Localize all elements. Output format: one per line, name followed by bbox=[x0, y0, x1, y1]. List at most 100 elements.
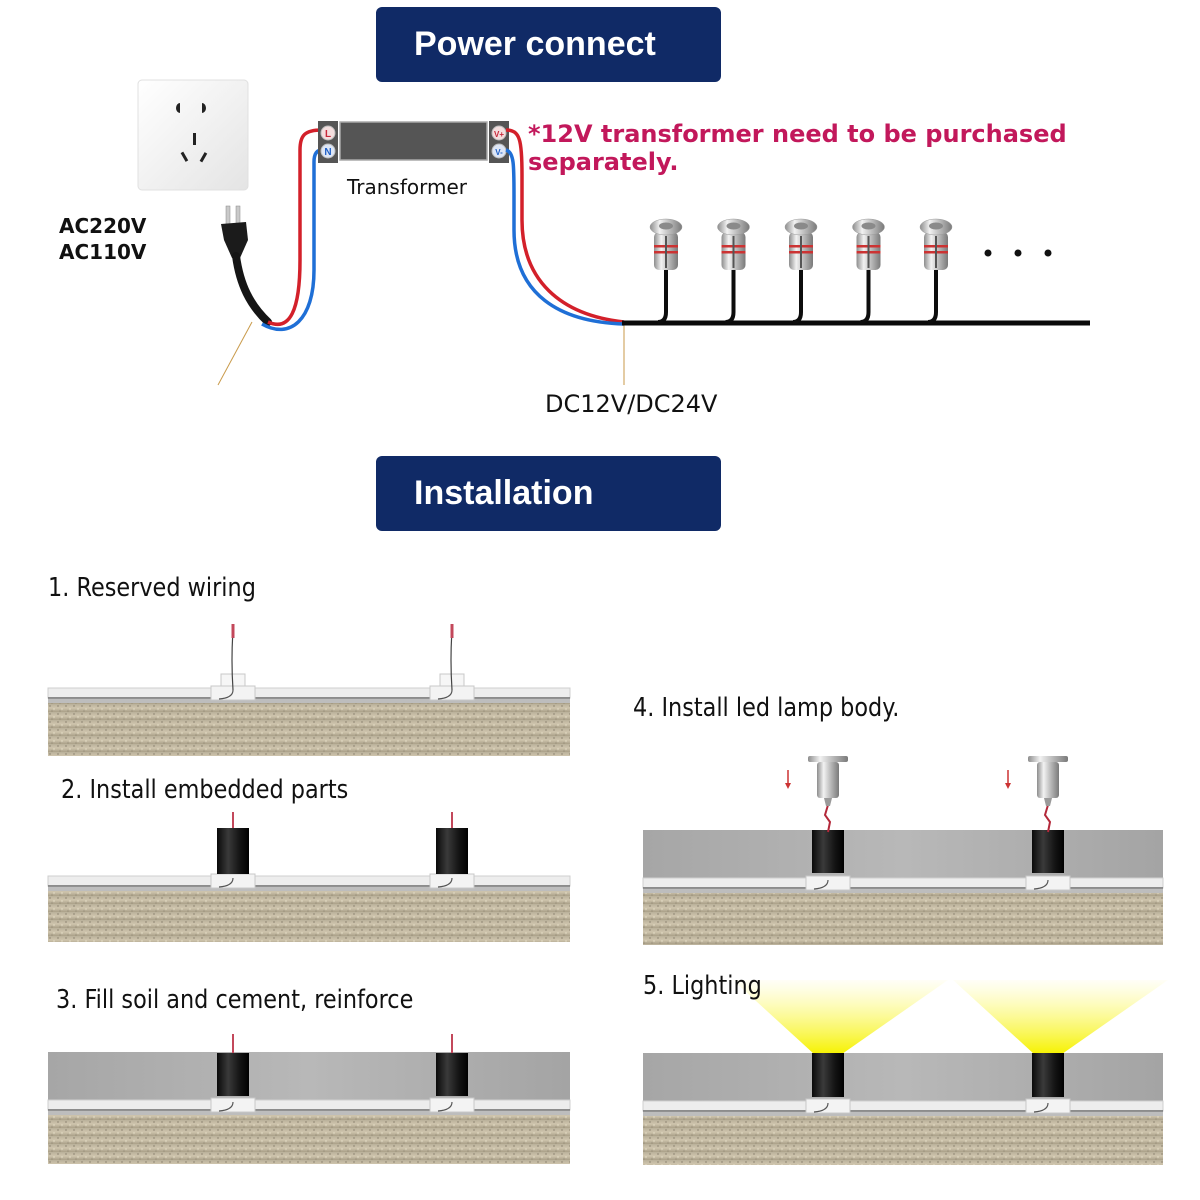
lamp-lens bbox=[794, 222, 808, 230]
wall-socket-icon bbox=[137, 79, 249, 191]
wire-bend bbox=[218, 689, 234, 700]
reserved-wiring-point bbox=[210, 624, 256, 701]
lamp-flange bbox=[808, 756, 848, 762]
installation-banner: Installation bbox=[376, 456, 721, 531]
sand-line bbox=[48, 1111, 570, 1115]
dc-negative-wire bbox=[505, 148, 625, 326]
ground-section bbox=[47, 875, 571, 942]
lamp-flange bbox=[1028, 756, 1068, 762]
light-beam bbox=[953, 980, 1168, 1054]
step-1-title: 1. Reserved wiring bbox=[48, 573, 256, 603]
wire-bend bbox=[437, 877, 453, 888]
wire-bend bbox=[1033, 1102, 1049, 1113]
conduit-pipe bbox=[642, 1100, 1164, 1112]
lamp-groove bbox=[665, 236, 667, 268]
soil-layer bbox=[48, 891, 570, 942]
lamp-groove bbox=[935, 236, 937, 268]
led-lamp-icon bbox=[919, 218, 953, 324]
step-2-title: 2. Install embedded parts bbox=[61, 775, 349, 805]
wire-bend bbox=[1033, 879, 1049, 890]
step-5-title: 5. Lighting bbox=[643, 971, 762, 1001]
lamp-lead-wire bbox=[792, 268, 803, 324]
cement-layer bbox=[643, 830, 1163, 878]
sand-line bbox=[48, 699, 570, 703]
reserved-wire bbox=[231, 629, 234, 691]
embedded-part bbox=[429, 812, 475, 889]
embedded-sleeve bbox=[217, 828, 249, 874]
light-beam-cone bbox=[733, 980, 948, 1054]
led-lamps-row bbox=[649, 218, 953, 324]
reserved-wiring-point bbox=[429, 624, 475, 701]
embedded-sleeve bbox=[1032, 830, 1064, 873]
lit-lamp bbox=[1025, 1053, 1071, 1114]
lamp-groove bbox=[867, 236, 870, 268]
neutral-wire bbox=[261, 148, 323, 331]
soil-layer bbox=[48, 703, 570, 756]
dc-output-label: DC12V/DC24V bbox=[545, 390, 718, 418]
embedded-sleeve bbox=[436, 828, 468, 874]
terminal-vminus: V- bbox=[495, 148, 503, 157]
embedded-part bbox=[210, 812, 256, 889]
lamp-lens bbox=[659, 222, 673, 230]
dc-positive-wire bbox=[505, 128, 625, 324]
ground-section bbox=[47, 687, 571, 756]
soil-layer bbox=[48, 1115, 570, 1164]
transformer-purchase-note: *12V transformer need to be purchased se… bbox=[528, 120, 1067, 176]
soil-layer bbox=[643, 893, 1163, 945]
cement-layer bbox=[48, 1052, 570, 1100]
wire-bend bbox=[813, 879, 829, 890]
sand-line bbox=[643, 889, 1163, 893]
conduit-pipe bbox=[47, 1099, 571, 1111]
lamp-wire bbox=[1043, 804, 1052, 833]
down-arrow-icon bbox=[785, 783, 791, 789]
lamp-lens bbox=[726, 222, 741, 230]
lamp-lead-wire bbox=[657, 268, 668, 324]
lamp-install-point bbox=[1005, 756, 1071, 891]
wire-bend bbox=[437, 1101, 453, 1112]
lit-lamp bbox=[805, 1053, 851, 1114]
transformer-label: Transformer bbox=[347, 175, 468, 199]
embedded-sleeve bbox=[1032, 1053, 1064, 1097]
lamp-lead-wire bbox=[860, 268, 871, 324]
embedded-sleeve bbox=[217, 1053, 249, 1096]
ac220v-label: AC220V bbox=[59, 214, 147, 238]
light-beam-cone bbox=[953, 980, 1168, 1054]
terminal-n: N bbox=[324, 147, 331, 158]
terminal-vplus: V+ bbox=[494, 130, 504, 139]
lamp-lens bbox=[861, 222, 876, 230]
wire-bend bbox=[813, 1102, 829, 1113]
led-lamp-icon bbox=[649, 218, 683, 324]
lamp-body bbox=[1037, 762, 1059, 798]
lamp-groove bbox=[732, 236, 735, 268]
continuation-dots-icon bbox=[984, 249, 1052, 257]
embedded-sleeve bbox=[812, 1053, 844, 1097]
power-connect-banner: Power connect bbox=[376, 7, 721, 82]
wire-bend bbox=[437, 689, 453, 700]
ground-section bbox=[47, 1052, 571, 1164]
embedded-sleeve bbox=[436, 1053, 468, 1096]
power-connect-title: Power connect bbox=[414, 25, 656, 63]
step-3-title: 3. Fill soil and cement, reinforce bbox=[56, 985, 414, 1015]
lamp-lead-wire bbox=[725, 268, 736, 324]
cement-layer bbox=[643, 1053, 1163, 1101]
step-4-title: 4. Install led lamp body. bbox=[633, 693, 900, 723]
transformer-icon: L N V+ V- bbox=[318, 121, 509, 163]
lamp-connector bbox=[1044, 798, 1052, 806]
light-beam bbox=[733, 980, 948, 1054]
power-plug-icon bbox=[221, 205, 272, 326]
wire-bend bbox=[218, 1101, 234, 1112]
installation-step-illustrations bbox=[47, 624, 1168, 1165]
conduit-pipe bbox=[642, 877, 1164, 889]
installation-title: Installation bbox=[414, 474, 594, 512]
sand-line bbox=[643, 1112, 1163, 1116]
lamp-install-point bbox=[785, 756, 851, 891]
ground-section bbox=[642, 830, 1164, 945]
reserved-wire bbox=[450, 629, 453, 691]
ground-section bbox=[642, 1053, 1164, 1165]
lamp-lead-wire bbox=[927, 268, 938, 324]
lamp-connector bbox=[824, 798, 832, 806]
conduit-pipe bbox=[47, 875, 571, 887]
led-lamp-icon bbox=[852, 218, 885, 324]
conduit-pipe bbox=[47, 687, 571, 699]
